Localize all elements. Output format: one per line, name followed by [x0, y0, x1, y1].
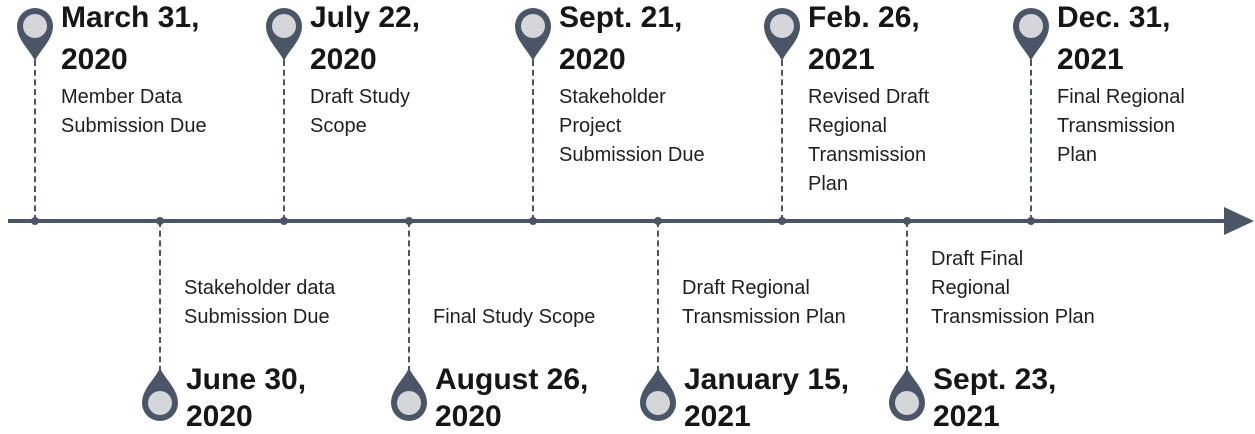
milestone-pin-icon: [512, 6, 554, 62]
milestone-label-7: Regional: [808, 115, 887, 137]
milestone-tick-5: [529, 217, 537, 225]
milestone-date-7: Feb. 26,: [808, 1, 920, 34]
milestone-connector-2: [159, 221, 161, 372]
milestone-label-3: Scope: [310, 115, 367, 137]
milestone-date-9: Dec. 31,: [1057, 1, 1171, 34]
milestone-tick-9: [1027, 217, 1035, 225]
timeline-arrowhead: [1224, 207, 1254, 235]
milestone-label-9: Transmission: [1057, 115, 1176, 137]
milestone-year-2: 2020: [186, 400, 253, 433]
milestone-date-5: Sept. 21,: [559, 1, 683, 34]
milestone-pin-icon: [1010, 6, 1052, 62]
milestone-label-5: Stakeholder: [559, 86, 666, 108]
timeline-axis: [8, 219, 1226, 223]
milestone-label-7: Transmission: [808, 144, 927, 166]
milestone-year-8: 2021: [933, 400, 1000, 433]
milestone-label-5: Project: [559, 115, 622, 137]
milestone-label-7: Plan: [808, 173, 849, 195]
milestone-year-4: 2020: [435, 400, 502, 433]
milestone-date-6: January 15,: [684, 363, 850, 396]
milestone-connector-3: [283, 60, 285, 221]
milestone-tick-7: [778, 217, 786, 225]
milestone-tick-3: [280, 217, 288, 225]
milestone-year-5: 2020: [559, 43, 626, 76]
milestone-pin-icon: [886, 367, 928, 423]
milestone-date-4: August 26,: [435, 363, 589, 396]
milestone-label-7: Revised Draft: [808, 86, 930, 108]
milestone-label-9: Plan: [1057, 144, 1098, 166]
milestone-pin-icon: [263, 6, 305, 62]
milestone-label-9: Final Regional: [1057, 86, 1185, 108]
milestone-connector-7: [781, 60, 783, 221]
milestone-label-5: Submission Due: [559, 144, 705, 166]
milestone-date-8: Sept. 23,: [933, 363, 1057, 396]
milestone-date-2: June 30,: [186, 363, 307, 396]
milestone-label-2: Submission Due: [184, 306, 330, 328]
milestone-date-1: March 31,: [61, 1, 200, 34]
milestone-connector-1: [34, 60, 36, 221]
milestone-label-8: Draft Final: [931, 248, 1024, 270]
milestone-label-4: Final Study Scope: [433, 306, 596, 328]
milestone-pin-icon: [14, 6, 56, 62]
milestone-year-9: 2021: [1057, 43, 1124, 76]
milestone-connector-4: [408, 221, 410, 372]
milestone-pin-icon: [761, 6, 803, 62]
milestone-label-3: Draft Study: [310, 86, 411, 108]
milestone-connector-5: [532, 60, 534, 221]
milestone-pin-icon: [388, 367, 430, 423]
milestone-year-7: 2021: [808, 43, 875, 76]
milestone-pin-icon: [139, 367, 181, 423]
milestone-year-3: 2020: [310, 43, 377, 76]
milestone-connector-6: [657, 221, 659, 372]
milestone-pin-icon: [637, 367, 679, 423]
milestone-label-6: Transmission Plan: [682, 306, 846, 328]
milestone-date-3: July 22,: [310, 1, 421, 34]
milestone-label-1: Submission Due: [61, 115, 207, 137]
milestone-label-8: Transmission Plan: [931, 306, 1095, 328]
milestone-label-8: Regional: [931, 277, 1010, 299]
milestone-connector-8: [906, 221, 908, 372]
milestone-label-2: Stakeholder data: [184, 277, 336, 299]
milestone-tick-1: [31, 217, 39, 225]
milestone-label-1: Member Data: [61, 86, 183, 108]
milestone-year-6: 2021: [684, 400, 751, 433]
milestone-label-6: Draft Regional: [682, 277, 810, 299]
milestone-connector-9: [1030, 60, 1032, 221]
milestone-year-1: 2020: [61, 43, 128, 76]
